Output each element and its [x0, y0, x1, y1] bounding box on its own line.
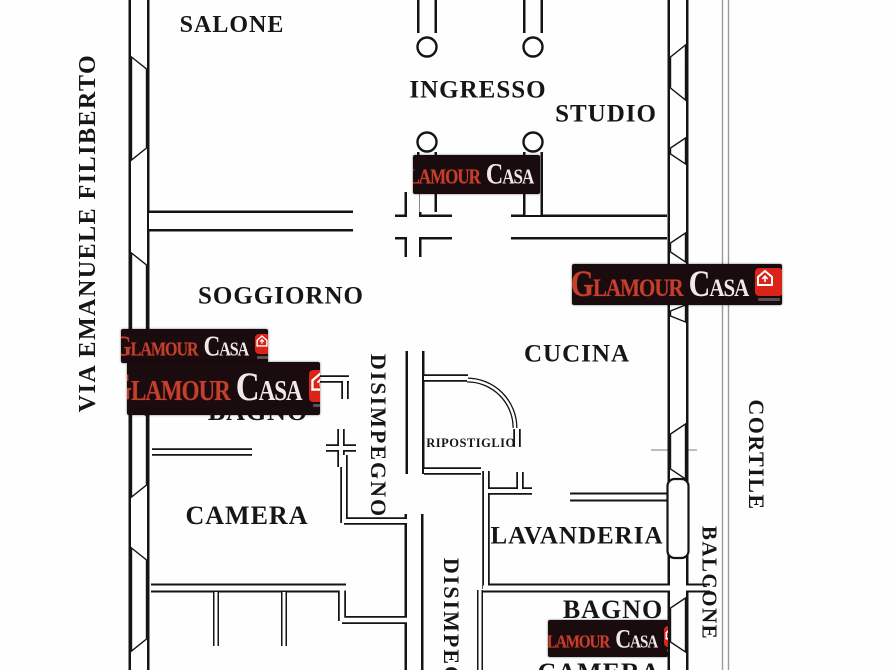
- watermark-brand-glamour: Glamour: [548, 622, 610, 654]
- house-arrow-icon: [664, 625, 668, 652]
- glamourcasa-watermark: Glamour Casa: [572, 264, 782, 305]
- room-label-soggiorno: SOGGIORNO: [198, 282, 364, 310]
- room-label-ingresso: INGRESSO: [409, 76, 547, 104]
- columns: [416, 36, 544, 153]
- watermark-brand-glamour: Glamour: [127, 365, 231, 410]
- room-label-salone: SALONE: [179, 12, 285, 38]
- watermark-brand-casa: Casa: [485, 158, 534, 191]
- room-label-disimpegno-2: DISIMPEGNO: [439, 557, 464, 670]
- house-arrow-icon: [755, 268, 782, 301]
- house-arrow-icon: [255, 333, 268, 359]
- room-label-studio: STUDIO: [555, 100, 657, 128]
- watermark-brand-casa: Casa: [235, 365, 303, 410]
- watermark-brand-glamour: Glamour: [572, 264, 684, 305]
- room-label-cucina: CUCINA: [524, 340, 630, 368]
- glamourcasa-watermark: Glamour Casa: [127, 362, 320, 415]
- window-symbols: [130, 43, 687, 654]
- area-label-balcone: BALCONE: [697, 525, 722, 641]
- room-label-bagno-2: BAGNO: [562, 595, 664, 624]
- glamourcasa-watermark: Glamour Casa: [548, 620, 668, 657]
- house-arrow-icon: [308, 370, 320, 407]
- room-label-camera-1: CAMERA: [185, 501, 309, 530]
- room-label-camera-2: CAMERA: [538, 660, 661, 670]
- watermark-brand-casa: Casa: [203, 330, 250, 362]
- glamourcasa-watermark: Glamour Casa: [121, 329, 268, 363]
- balcony-door: [666, 477, 690, 560]
- room-label-lavanderia: LAVANDERIA: [490, 522, 664, 550]
- street-label-via-emanuele-filiberto: VIA EMANUELE FILIBERTO: [75, 53, 101, 413]
- room-label-ripostiglio: RIPOSTIGLIO: [426, 435, 516, 450]
- glamourcasa-watermark: Glamour Casa: [413, 155, 540, 194]
- watermark-brand-casa: Casa: [688, 264, 750, 305]
- room-label-disimpegno-1: DISIMPEGNO: [366, 353, 391, 519]
- watermark-brand-glamour: Glamour: [413, 158, 481, 191]
- watermark-brand-casa: Casa: [615, 622, 658, 654]
- watermark-brand-glamour: Glamour: [121, 330, 199, 362]
- area-label-cortile: CORTILE: [744, 399, 769, 511]
